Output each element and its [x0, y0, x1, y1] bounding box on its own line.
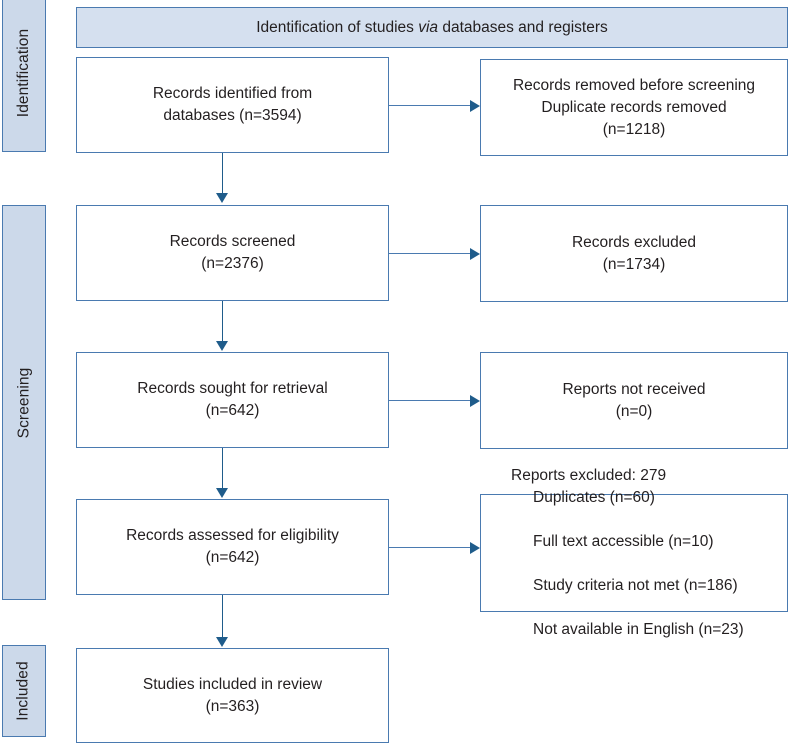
box-studies-included-text: Studies included in review (n=363)	[142, 675, 323, 715]
box-records-screened: Records screened (n=2376)	[76, 205, 389, 301]
box-records-assessed: Records assessed for eligibility (n=642)	[76, 499, 389, 595]
box-records-removed: Records removed before screening Duplica…	[480, 59, 788, 156]
banner-text-after: databases and registers	[438, 18, 608, 36]
arrowhead-screened-to-sought	[216, 341, 228, 351]
arrowhead-screened-to-excluded	[470, 248, 480, 260]
box-records-excluded: Records excluded (n=1734)	[480, 205, 788, 302]
box-reports-excluded: Reports excluded: 279 Duplicates (n=60) …	[480, 467, 788, 638]
box-reports-not-received-text: Reports not received (n=0)	[562, 380, 706, 420]
box-records-assessed-text: Records assessed for eligibility (n=642)	[126, 527, 339, 566]
box-records-screened-text: Records screened (n=2376)	[169, 233, 296, 272]
connector-sought-to-assessed	[222, 448, 223, 490]
stage-band-screening: Screening	[2, 205, 46, 600]
arrowhead-identified-to-removed	[470, 100, 480, 112]
connector-sought-to-not-received	[389, 400, 470, 401]
reports-excluded-reason-study-criteria: Study criteria not met (n=186)	[533, 577, 738, 594]
header-banner: Identification of studies via databases …	[76, 7, 788, 48]
connector-identified-to-removed	[389, 105, 470, 106]
box-records-sought-text: Records sought for retrieval (n=642)	[137, 380, 328, 419]
stage-label-screening: Screening	[15, 367, 33, 438]
arrowhead-sought-to-assessed	[216, 488, 228, 498]
stage-label-included: Included	[15, 661, 32, 721]
reports-excluded-reason-full-text: Full text accessible (n=10)	[533, 533, 714, 550]
arrowhead-sought-to-not-received	[470, 395, 480, 407]
box-records-excluded-text: Records excluded (n=1734)	[571, 233, 697, 273]
arrowhead-assessed-to-included	[216, 637, 228, 647]
stage-band-included: Included	[2, 645, 46, 737]
arrowhead-identified-to-screened	[216, 193, 228, 203]
reports-excluded-reason-language: Not available in English (n=23)	[533, 621, 744, 638]
connector-assessed-to-reports-excluded	[389, 547, 470, 548]
connector-screened-to-excluded	[389, 253, 470, 254]
box-reports-not-received: Reports not received (n=0)	[480, 352, 788, 449]
connector-screened-to-sought	[222, 301, 223, 343]
box-records-identified-text: Records identified from databases (n=359…	[152, 85, 313, 124]
connector-identified-to-screened	[222, 153, 223, 195]
reports-excluded-heading: Reports excluded: 279	[511, 467, 667, 484]
reports-excluded-reason-duplicates: Duplicates (n=60)	[533, 489, 655, 506]
banner-text-italic: via	[418, 18, 439, 36]
arrowhead-assessed-to-reports-excluded	[470, 542, 480, 554]
stage-band-identification: Identification	[2, 0, 46, 152]
header-banner-text: Identification of studies via databases …	[256, 19, 608, 37]
stage-label-identification: Identification	[15, 28, 32, 118]
box-records-removed-text: Records removed before screening Duplica…	[512, 76, 756, 138]
box-records-identified: Records identified from databases (n=359…	[76, 57, 389, 153]
box-reports-excluded-text: Reports excluded: 279 Duplicates (n=60) …	[511, 443, 744, 663]
box-studies-included: Studies included in review (n=363)	[76, 648, 389, 743]
banner-text-before: Identification of studies	[256, 18, 419, 36]
box-records-sought: Records sought for retrieval (n=642)	[76, 352, 389, 448]
connector-assessed-to-included	[222, 595, 223, 639]
